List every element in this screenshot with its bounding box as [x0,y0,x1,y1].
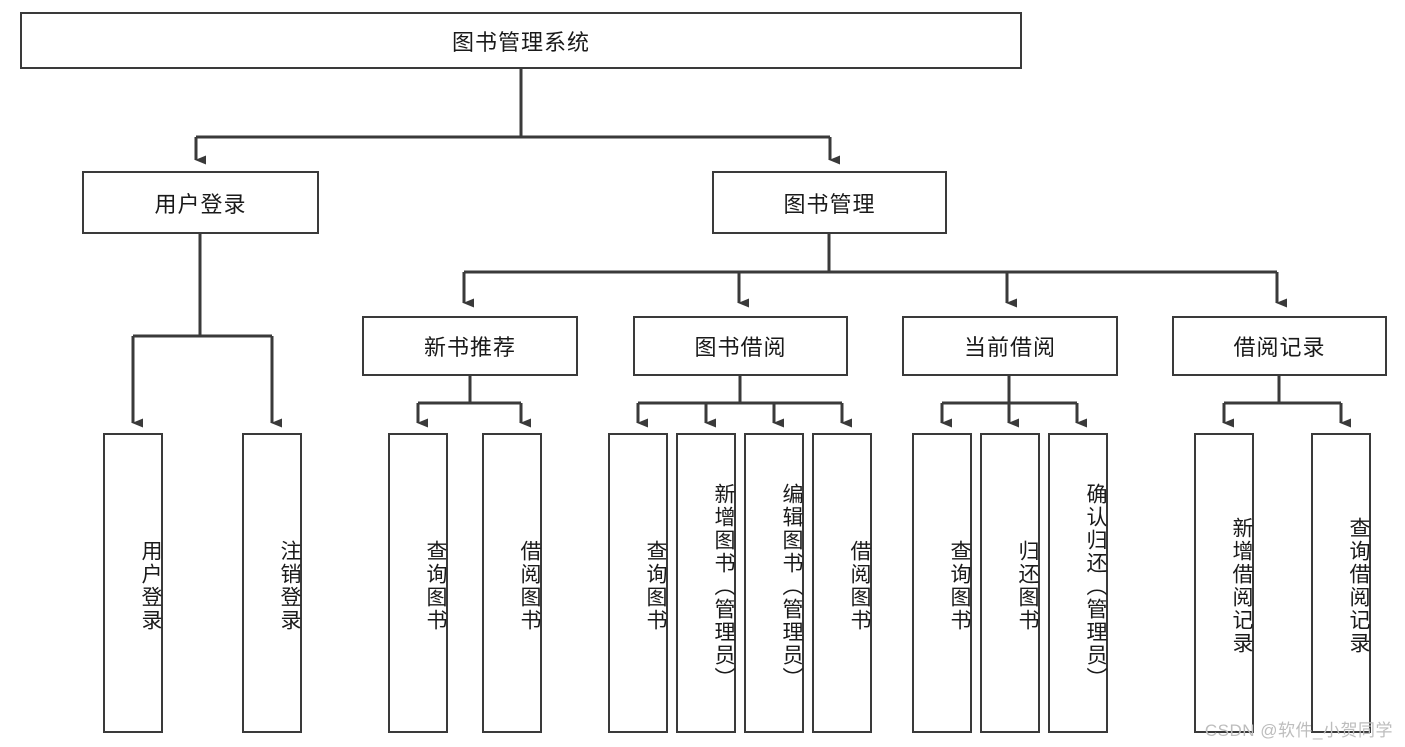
node-user-login[interactable]: 用户登录 [82,171,319,234]
node-borrow-record[interactable]: 借阅记录 [1172,316,1387,376]
node-label: 图书管理系统 [451,29,590,55]
node-label: 编辑图书（管理员） [780,482,803,690]
node-root-system[interactable]: 图书管理系统 [20,12,1022,69]
node-label: 查询图书 [948,540,971,632]
node-label: 新增借阅记录 [1230,517,1253,655]
node-book-borrow[interactable]: 图书借阅 [633,316,848,376]
node-label: 确认归还（管理员） [1084,482,1107,690]
node-label: 新书推荐 [423,335,516,360]
node-label: 用户登录 [154,191,247,217]
node-label: 借阅图书 [518,540,541,632]
node-label: 借阅记录 [1233,335,1326,360]
csdn-watermark: CSDN @软件_小贺同学 [1204,721,1393,740]
node-label: 借阅图书 [848,540,871,632]
node-label: 图书借阅 [694,335,787,360]
node-label: 新增图书（管理员） [712,482,735,690]
leaf-borrow-query-book[interactable]: 查询图书 [608,433,668,733]
node-book-management[interactable]: 图书管理 [712,171,947,234]
node-current-borrow[interactable]: 当前借阅 [902,316,1118,376]
leaf-current-return-book[interactable]: 归还图书 [980,433,1040,733]
node-label: 用户登录 [139,540,162,632]
leaf-user-logout[interactable]: 注销登录 [242,433,302,733]
leaf-record-add-borrow-record[interactable]: 新增借阅记录 [1194,433,1254,733]
node-new-book-recommend[interactable]: 新书推荐 [362,316,578,376]
leaf-recommend-query-book[interactable]: 查询图书 [388,433,448,733]
leaf-current-query-book[interactable]: 查询图书 [912,433,972,733]
node-label: 查询图书 [644,540,667,632]
node-label: 归还图书 [1016,540,1039,632]
leaf-borrow-borrow-book[interactable]: 借阅图书 [812,433,872,733]
leaf-user-login[interactable]: 用户登录 [103,433,163,733]
node-label: 图书管理 [783,191,876,217]
leaf-borrow-add-book-admin[interactable]: 新增图书（管理员） [676,433,736,733]
node-label: 查询图书 [424,540,447,632]
node-label: 当前借阅 [963,335,1056,360]
leaf-record-query-borrow-record[interactable]: 查询借阅记录 [1311,433,1371,733]
node-label: 注销登录 [278,540,301,632]
leaf-current-confirm-return-admin[interactable]: 确认归还（管理员） [1048,433,1108,733]
node-label: 查询借阅记录 [1347,517,1370,655]
leaf-borrow-edit-book-admin[interactable]: 编辑图书（管理员） [744,433,804,733]
leaf-recommend-borrow-book[interactable]: 借阅图书 [482,433,542,733]
